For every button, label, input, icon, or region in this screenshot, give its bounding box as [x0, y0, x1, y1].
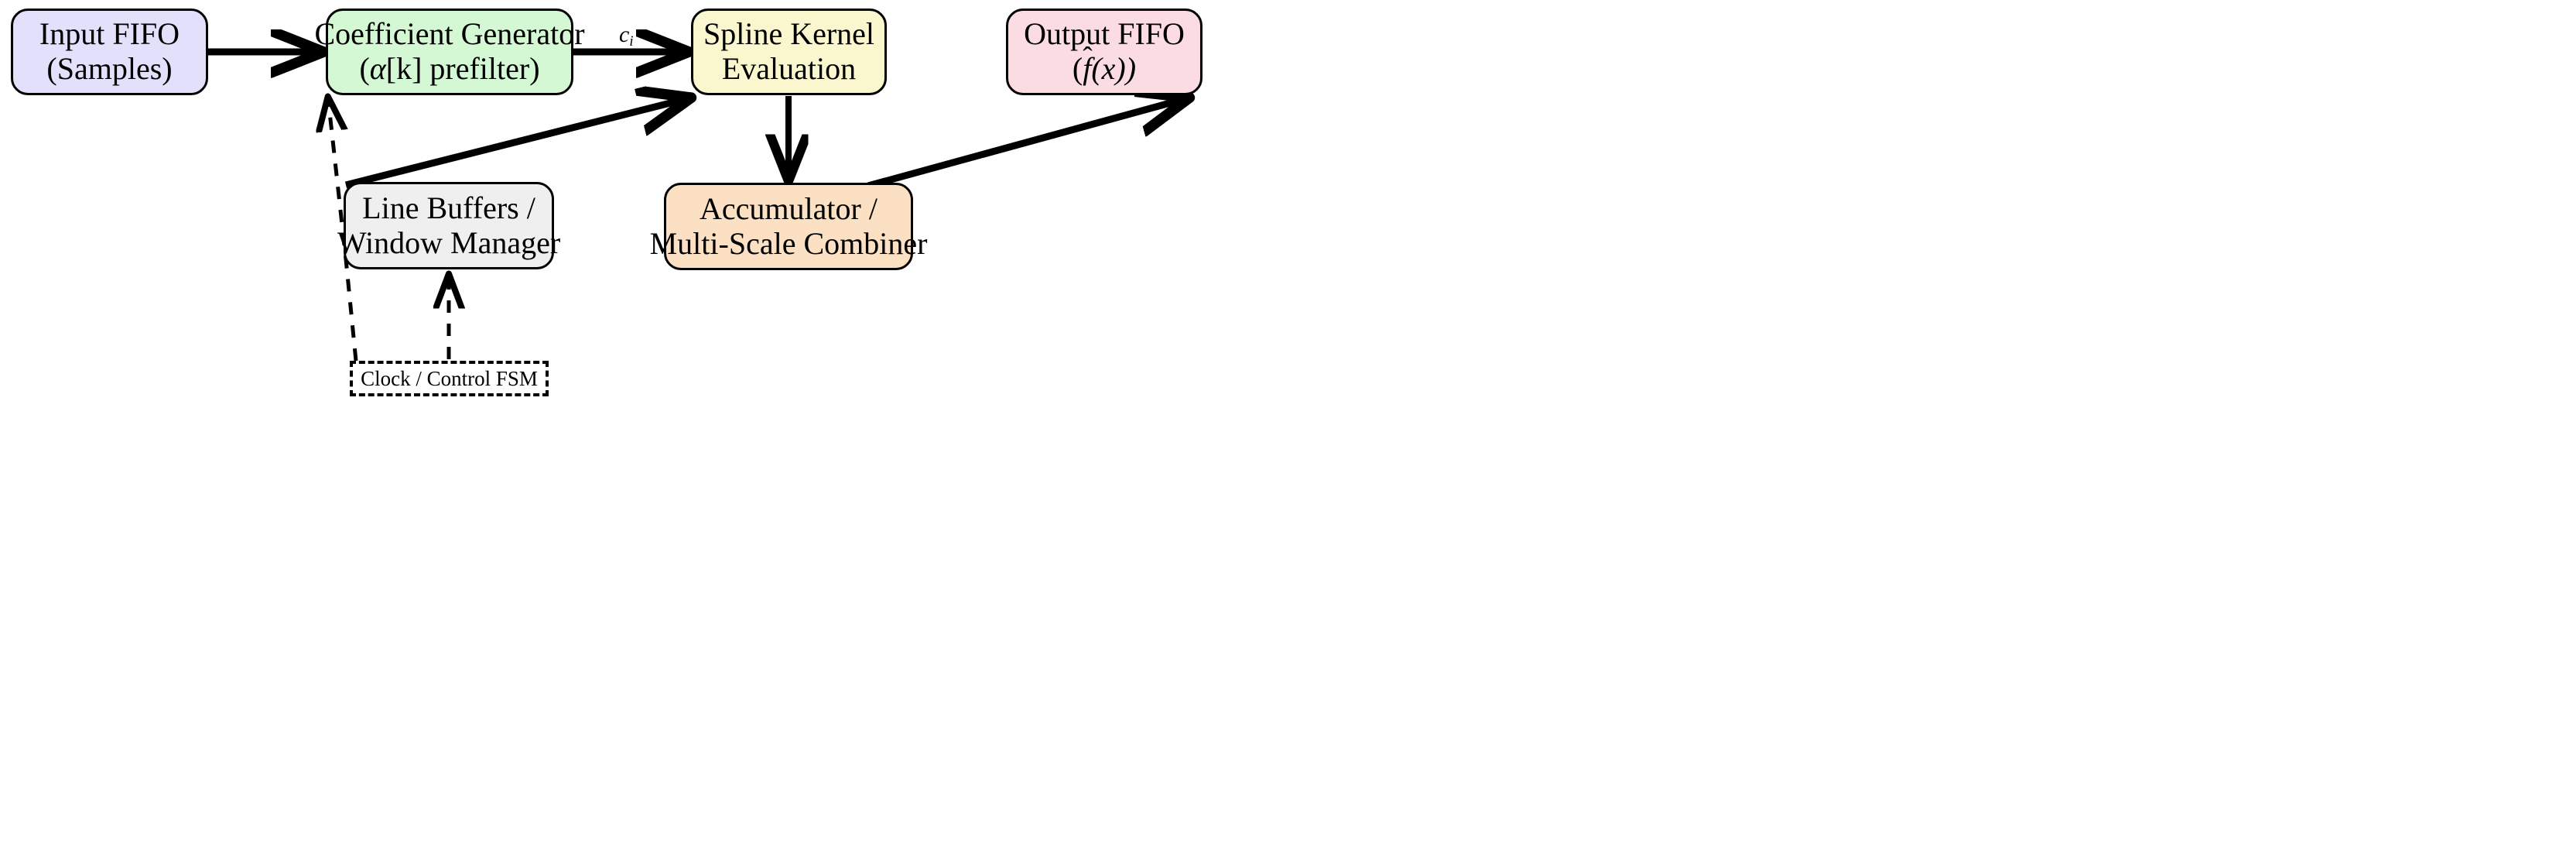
f-symbol: f [1083, 51, 1092, 86]
node-coefficient-generator-line2: (α[k] prefilter) [359, 51, 540, 87]
node-line-buffers-line2: Window Manager [337, 225, 561, 260]
node-output-fifo-line1: Output FIFO [1024, 16, 1185, 52]
node-coefficient-generator-line1: Coefficient Generator [314, 16, 585, 52]
node-input-fifo-line2: (Samples) [46, 51, 173, 86]
node-clock-control-fsm[interactable]: Clock / Control FSM [350, 361, 549, 396]
prefilter-text: prefilter) [422, 51, 540, 86]
f-argument: (x)) [1091, 51, 1137, 86]
node-line-buffers-line1: Line Buffers / [362, 190, 535, 225]
node-spline-kernel-line2: Evaluation [721, 51, 857, 86]
alpha-index: [k] [385, 51, 422, 86]
node-accumulator-line1: Accumulator / [700, 190, 877, 226]
node-input-fifo[interactable]: Input FIFO (Samples) [11, 9, 208, 95]
node-accumulator[interactable]: Accumulator / Multi-Scale Combiner [650, 183, 927, 270]
node-input-fifo-line1: Input FIFO [39, 16, 180, 52]
edge-label-ci: ci [619, 22, 634, 50]
node-spline-kernel-line1: Spline Kernel [703, 16, 875, 52]
node-line-buffers[interactable]: Line Buffers / Window Manager [337, 182, 560, 269]
alpha-symbol: α [369, 51, 386, 86]
node-coefficient-generator[interactable]: Coefficient Generator (α[k] prefilter) [314, 9, 585, 95]
paren-open: ( [359, 51, 370, 86]
edge-label-ci-var: c [619, 22, 630, 47]
paren-open: ( [1072, 51, 1083, 86]
node-clock-control-fsm-label: Clock / Control FSM [361, 366, 538, 390]
hat-accent: ˆ [1083, 40, 1093, 73]
edge-label-ci-subscript: i [629, 33, 634, 50]
node-accumulator-line2: Multi-Scale Combiner [649, 225, 928, 261]
edge-accum-to-output [867, 98, 1187, 190]
edge-linebuf-to-spline [344, 98, 689, 189]
node-spline-kernel[interactable]: Spline Kernel Evaluation [691, 9, 887, 95]
